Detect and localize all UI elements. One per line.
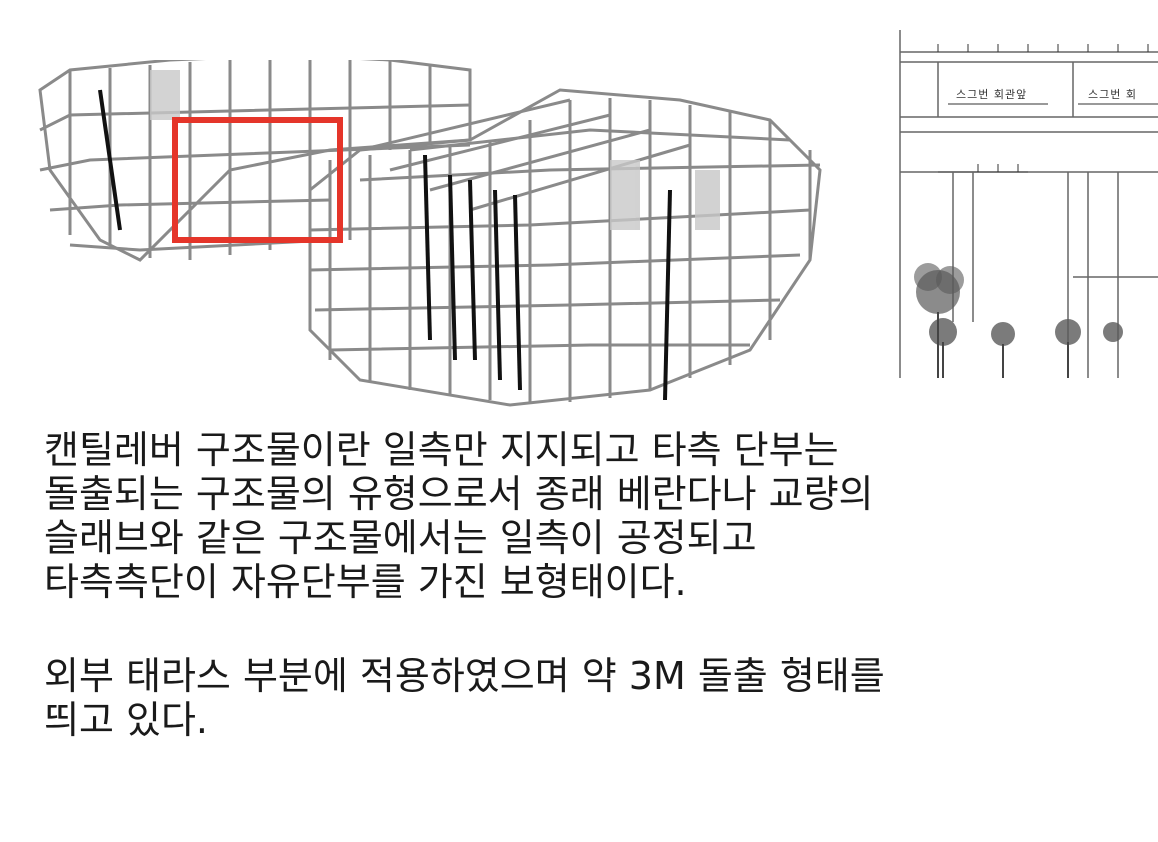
structural-frame-figure — [38, 60, 822, 407]
paragraph1-line2: 돌출되는 구조물의 유형으로서 종래 베란다나 교량의 — [44, 472, 874, 516]
elevation-sign-2: 스그번 회 — [1088, 88, 1137, 101]
elevation-drawing-figure: 스그번 회관앞 스그번 회 — [878, 22, 1158, 378]
paragraph2-line1: 외부 태라스 부분에 적용하였으며 약 3M 돌출 형태를 — [44, 654, 885, 698]
paragraph1-line3: 슬래브와 같은 구조물에서는 일측이 공정되고 — [44, 516, 757, 560]
highlight-box — [172, 117, 343, 243]
description-text: 캔틸레버 구조물이란 일측만 지지되고 타측 단부는 돌출되는 구조물의 유형으… — [44, 428, 1158, 742]
elevation-sign-1: 스그번 회관앞 — [956, 88, 1028, 101]
paragraph1-line1: 캔틸레버 구조물이란 일측만 지지되고 타측 단부는 — [44, 428, 839, 472]
paragraph2-line2: 띄고 있다. — [44, 698, 208, 742]
paragraph1-line4: 타측측단이 자유단부를 가진 보형태이다. — [44, 560, 687, 604]
